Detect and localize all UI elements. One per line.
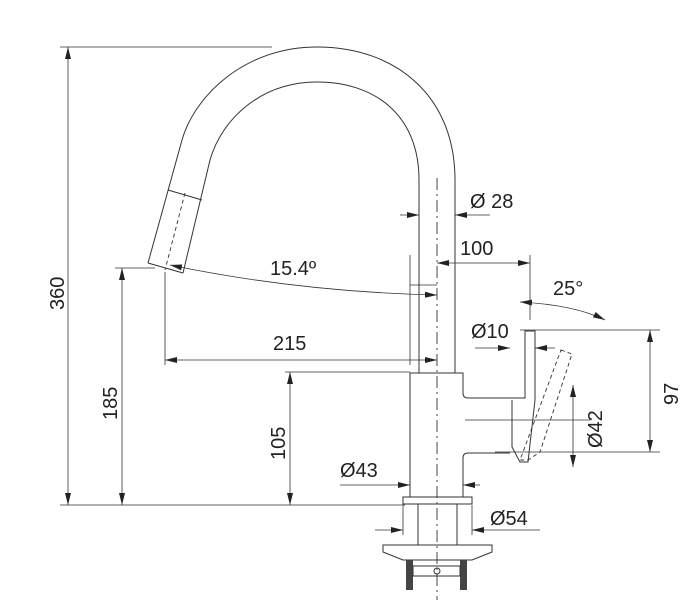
spout-outer [147, 46, 456, 373]
body [409, 330, 536, 497]
label-lever-diameter: Ø10 [471, 321, 509, 343]
spray-head-axis [164, 192, 186, 271]
handle-lever [511, 399, 536, 463]
dimension-lines [60, 46, 660, 535]
label-spout-angle: 15.4º [270, 258, 317, 280]
label-spout-height: 185 [100, 387, 122, 420]
label-handle-reach: 100 [460, 238, 493, 260]
label-handle-height: 105 [268, 427, 290, 460]
mounting-bolts [406, 560, 467, 590]
label-lever-height: 97 [661, 383, 683, 405]
label-spout-reach: 215 [273, 333, 306, 355]
label-handle-diameter: Ø42 [585, 410, 607, 448]
flange [402, 496, 473, 505]
label-base-diameter: Ø54 [490, 508, 528, 530]
spout-inner [182, 81, 420, 373]
label-handle-angle: 25° [553, 278, 583, 300]
label-total-height: 360 [47, 277, 69, 310]
label-body-diameter: Ø43 [340, 460, 378, 482]
spray-head [147, 189, 203, 274]
shank [417, 504, 458, 545]
mounting-plate [382, 544, 493, 561]
label-spout-diameter: Ø 28 [470, 191, 513, 213]
faucet-outline [147, 46, 573, 600]
handle-rotated [519, 349, 573, 461]
